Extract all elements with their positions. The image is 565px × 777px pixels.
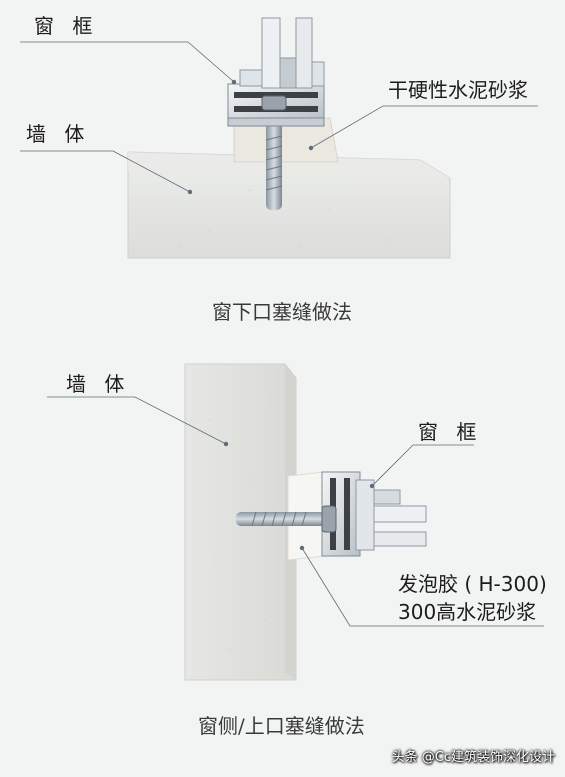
bottom-frame-label: 窗 框 (418, 420, 483, 444)
bottom-caption: 窗侧/上口塞缝做法 (198, 714, 365, 738)
bottom-window-frame (321, 471, 427, 557)
top-window-frame (227, 17, 325, 127)
top-leader-wall (20, 150, 191, 193)
top-caption: 窗下口塞缝做法 (212, 300, 352, 324)
bottom-fill-label-line1: 发泡胶 ( H-300) (398, 572, 547, 596)
top-wall-top-face (128, 152, 450, 178)
top-mortar-label: 干硬性水泥砂浆 (388, 78, 528, 102)
bottom-anchor-bolt (236, 512, 328, 526)
bottom-section-diagram (47, 363, 544, 681)
bottom-leader-fill (301, 547, 544, 627)
top-leader-mortar (310, 105, 538, 149)
top-anchor-thread (265, 135, 283, 191)
bottom-leader-frame (371, 444, 474, 487)
top-section-diagram (20, 17, 538, 259)
top-wall-texture (159, 189, 421, 246)
top-frame-label: 窗 框 (34, 14, 99, 38)
top-wall-label: 墙 体 (26, 122, 91, 146)
bottom-leader-lines (47, 396, 544, 627)
top-leader-dots (187, 79, 314, 195)
bottom-leader-dots (223, 441, 375, 551)
top-leader-frame (20, 41, 235, 83)
bottom-wall-label: 墙 体 (66, 372, 131, 396)
bottom-anchor-thread (251, 511, 307, 527)
top-anchor-bolt (266, 118, 282, 210)
bottom-wall-texture (209, 399, 271, 651)
top-leader-lines (20, 41, 538, 193)
bottom-leader-wall (47, 396, 227, 445)
bottom-fill-label-line2: 300高水泥砂浆 (398, 600, 537, 624)
watermark: 头条 @Cc建筑装饰深化设计 (391, 750, 555, 765)
